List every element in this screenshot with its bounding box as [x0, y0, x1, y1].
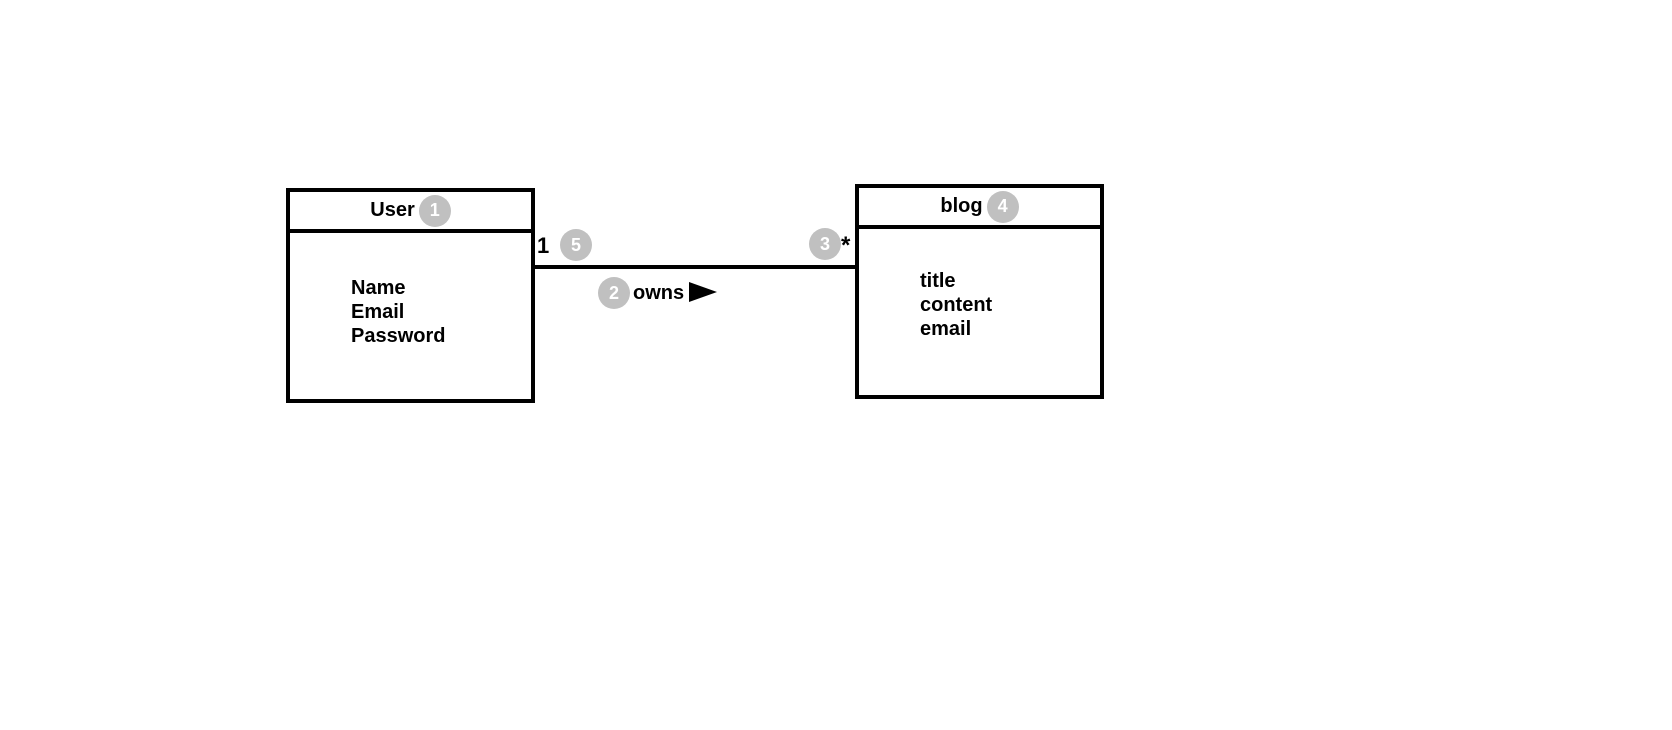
- target-multiplicity: *: [841, 232, 851, 259]
- user-attribute: Password: [351, 325, 446, 347]
- user-class-attributes: Name Email Password: [351, 276, 445, 348]
- blog-class-number-badge: 4: [986, 190, 1019, 223]
- direction-arrow-shape: [689, 282, 717, 302]
- blog-class-attributes: title content email: [920, 269, 992, 341]
- user-class-number-badge: 1: [418, 194, 451, 227]
- association-line[interactable]: [535, 265, 855, 269]
- blog-class-header: blog 4: [859, 188, 1100, 229]
- user-class-header: User 1: [290, 192, 531, 233]
- blog-class-box[interactable]: blog 4 title content email: [855, 184, 1104, 399]
- user-attribute: Email: [351, 301, 405, 323]
- user-attribute: Name: [351, 277, 406, 299]
- association-label: owns: [633, 282, 685, 304]
- user-class-title: User: [370, 199, 415, 221]
- association-label-number-badge: 2: [598, 277, 630, 309]
- source-multiplicity: 1: [537, 233, 550, 258]
- target-multiplicity-number-badge: 3: [809, 228, 841, 260]
- blog-attribute: email: [920, 318, 972, 340]
- direction-arrow-icon: [689, 282, 717, 302]
- blog-class-title: blog: [940, 195, 983, 217]
- source-multiplicity-number-badge: 5: [560, 229, 592, 261]
- user-class-box[interactable]: User 1 Name Email Password: [286, 188, 535, 403]
- blog-attribute: title: [920, 270, 956, 292]
- blog-attribute: content: [920, 294, 993, 316]
